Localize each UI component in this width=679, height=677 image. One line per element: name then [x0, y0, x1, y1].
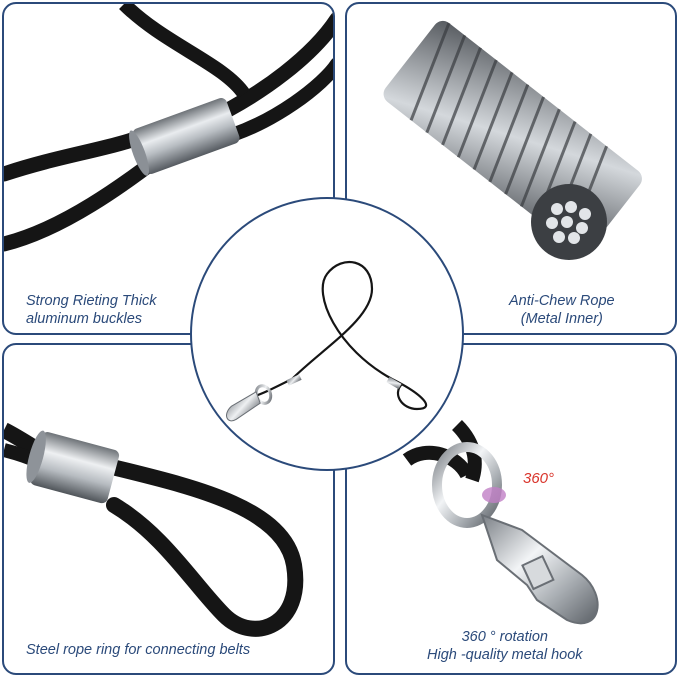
caption-aluminum-buckle: Strong Rieting Thick aluminum buckles — [26, 292, 157, 328]
caption-line-2: High -quality metal hook — [427, 647, 583, 663]
steel-wire-rope-illustration — [383, 20, 642, 260]
cable-loop-sleeve-illustration — [4, 4, 333, 252]
caption-line-2: aluminum buckles — [26, 311, 143, 327]
rotation-label: 360° — [523, 470, 555, 487]
caption-metal-hook: 360 ° rotation High -quality metal hook — [427, 628, 583, 664]
center-product-overview — [190, 197, 464, 471]
swivel-snap-hook-illustration — [402, 420, 599, 625]
cable-ring-illustration — [4, 422, 304, 637]
caption-line-1: 360 ° rotation — [461, 629, 548, 645]
caption-anti-chew-rope: Anti-Chew Rope (Metal Inner) — [509, 292, 615, 328]
caption-steel-rope-ring: Steel rope ring for connecting belts — [26, 641, 250, 659]
caption-line-1: Strong Rieting Thick — [26, 293, 157, 309]
panel-aluminum-buckle: Strong Rieting Thick aluminum buckles — [2, 2, 335, 335]
caption-line-1: Anti-Chew Rope — [509, 293, 615, 309]
tie-out-cable-illustration — [226, 260, 428, 422]
caption-line-2: (Metal Inner) — [520, 311, 603, 327]
caption-line-1: Steel rope ring for connecting belts — [26, 642, 251, 658]
